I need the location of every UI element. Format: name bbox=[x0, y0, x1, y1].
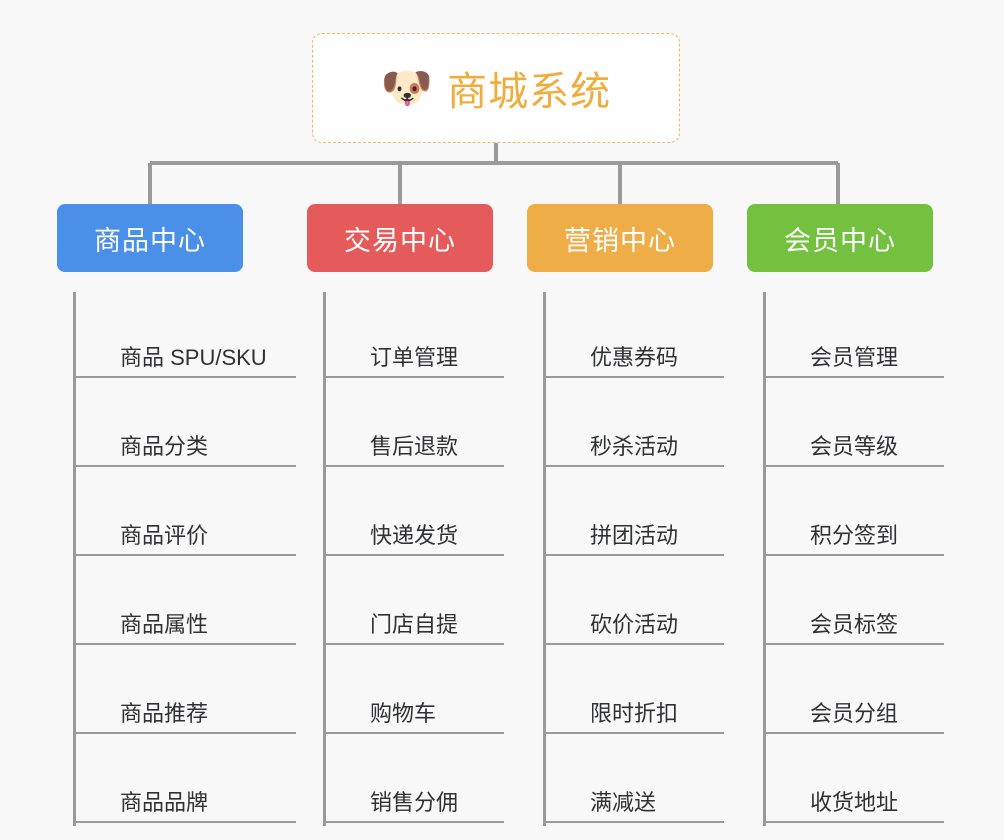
branch-item[interactable]: 订单管理 bbox=[326, 292, 504, 381]
item-connector bbox=[766, 732, 810, 734]
branch-item-label: 满减送 bbox=[590, 790, 724, 823]
branch-item-label: 砍价活动 bbox=[590, 612, 724, 645]
item-connector bbox=[546, 465, 590, 467]
branch-item-label: 销售分佣 bbox=[370, 790, 504, 823]
item-connector bbox=[76, 821, 120, 823]
item-connector bbox=[76, 643, 120, 645]
branch-item[interactable]: 购物车 bbox=[326, 648, 504, 737]
item-connector bbox=[326, 821, 370, 823]
branch-item-label: 门店自提 bbox=[370, 612, 504, 645]
branch-item[interactable]: 商品分类 bbox=[76, 381, 296, 470]
shiba-dog-face-icon: 🐶 bbox=[380, 64, 434, 111]
branch-item-label: 拼团活动 bbox=[590, 523, 724, 556]
item-connector bbox=[766, 821, 810, 823]
item-connector bbox=[76, 465, 120, 467]
item-connector bbox=[766, 643, 810, 645]
branch-head-1[interactable]: 交易中心 bbox=[307, 204, 493, 272]
branch-item-label: 售后退款 bbox=[370, 434, 504, 467]
item-connector bbox=[326, 554, 370, 556]
branch-item[interactable]: 商品品牌 bbox=[76, 737, 296, 826]
branch-item[interactable]: 商品评价 bbox=[76, 470, 296, 559]
item-connector bbox=[766, 376, 810, 378]
branch-item-label: 积分签到 bbox=[810, 523, 944, 556]
root-node[interactable]: 🐶 商城系统 bbox=[312, 33, 680, 143]
branch-item[interactable]: 商品推荐 bbox=[76, 648, 296, 737]
item-connector bbox=[326, 732, 370, 734]
item-connector bbox=[546, 821, 590, 823]
branch-item[interactable]: 收货地址 bbox=[766, 737, 944, 826]
branch-item-label: 优惠券码 bbox=[590, 345, 724, 378]
branch-item[interactable]: 门店自提 bbox=[326, 559, 504, 648]
item-connector bbox=[76, 732, 120, 734]
branch-商品中心: 商品中心 商品 SPU/SKU 商品分类 商品评价 商品属性 商品推荐 bbox=[57, 204, 296, 826]
branch-head-3[interactable]: 会员中心 bbox=[747, 204, 933, 272]
item-connector bbox=[766, 465, 810, 467]
item-connector bbox=[766, 554, 810, 556]
item-connector bbox=[326, 465, 370, 467]
branch-item-label: 商品品牌 bbox=[120, 790, 296, 823]
branch-item[interactable]: 快递发货 bbox=[326, 470, 504, 559]
branch-item[interactable]: 会员标签 bbox=[766, 559, 944, 648]
branch-head-label: 交易中心 bbox=[344, 225, 456, 256]
branch-item-label: 商品 SPU/SKU bbox=[120, 345, 296, 378]
item-connector bbox=[76, 554, 120, 556]
root-title: 商城系统 bbox=[447, 70, 612, 114]
branch-head-0[interactable]: 商品中心 bbox=[57, 204, 243, 272]
branch-item-label: 收货地址 bbox=[810, 790, 944, 823]
branch-item-list-0: 商品 SPU/SKU 商品分类 商品评价 商品属性 商品推荐 商品品牌 bbox=[73, 292, 296, 826]
branch-item[interactable]: 限时折扣 bbox=[546, 648, 724, 737]
branch-交易中心: 交易中心 订单管理 售后退款 快递发货 门店自提 购物车 bbox=[307, 204, 504, 826]
branch-head-label: 会员中心 bbox=[784, 225, 896, 256]
branch-item-label: 会员管理 bbox=[810, 345, 944, 378]
branch-item[interactable]: 会员分组 bbox=[766, 648, 944, 737]
branch-item-label: 会员标签 bbox=[810, 612, 944, 645]
branch-item-label: 快递发货 bbox=[370, 523, 504, 556]
branch-item[interactable]: 砍价活动 bbox=[546, 559, 724, 648]
branch-item[interactable]: 商品属性 bbox=[76, 559, 296, 648]
item-connector bbox=[546, 554, 590, 556]
branch-item-label: 会员分组 bbox=[810, 701, 944, 734]
branch-head-label: 商品中心 bbox=[94, 225, 206, 256]
branch-item-label: 会员等级 bbox=[810, 434, 944, 467]
branch-item-label: 秒杀活动 bbox=[590, 434, 724, 467]
item-connector bbox=[546, 732, 590, 734]
branch-营销中心: 营销中心 优惠券码 秒杀活动 拼团活动 砍价活动 限时折扣 bbox=[527, 204, 724, 826]
branch-会员中心: 会员中心 会员管理 会员等级 积分签到 会员标签 会员分组 bbox=[747, 204, 944, 826]
branch-item-label: 商品属性 bbox=[120, 612, 296, 645]
branch-item-label: 限时折扣 bbox=[590, 701, 724, 734]
branch-item[interactable]: 积分签到 bbox=[766, 470, 944, 559]
item-connector bbox=[76, 376, 120, 378]
branch-item-label: 订单管理 bbox=[370, 345, 504, 378]
branch-item[interactable]: 秒杀活动 bbox=[546, 381, 724, 470]
item-connector bbox=[546, 376, 590, 378]
branch-item[interactable]: 会员等级 bbox=[766, 381, 944, 470]
branch-item-label: 购物车 bbox=[370, 701, 504, 734]
branch-head-label: 营销中心 bbox=[564, 225, 676, 256]
branch-item-list-1: 订单管理 售后退款 快递发货 门店自提 购物车 销售分佣 bbox=[323, 292, 504, 826]
branch-item[interactable]: 售后退款 bbox=[326, 381, 504, 470]
branch-item-label: 商品推荐 bbox=[120, 701, 296, 734]
item-connector bbox=[546, 643, 590, 645]
branch-item[interactable]: 拼团活动 bbox=[546, 470, 724, 559]
branch-item[interactable]: 满减送 bbox=[546, 737, 724, 826]
branch-item-list-3: 会员管理 会员等级 积分签到 会员标签 会员分组 收货地址 bbox=[763, 292, 944, 826]
branch-head-2[interactable]: 营销中心 bbox=[527, 204, 713, 272]
branch-item[interactable]: 优惠券码 bbox=[546, 292, 724, 381]
branch-item-label: 商品评价 bbox=[120, 523, 296, 556]
item-connector bbox=[326, 376, 370, 378]
item-connector bbox=[326, 643, 370, 645]
branch-item[interactable]: 商品 SPU/SKU bbox=[76, 292, 296, 381]
branch-item-label: 商品分类 bbox=[120, 434, 296, 467]
branch-item[interactable]: 会员管理 bbox=[766, 292, 944, 381]
branch-item-list-2: 优惠券码 秒杀活动 拼团活动 砍价活动 限时折扣 满减送 bbox=[543, 292, 724, 826]
branch-item[interactable]: 销售分佣 bbox=[326, 737, 504, 826]
